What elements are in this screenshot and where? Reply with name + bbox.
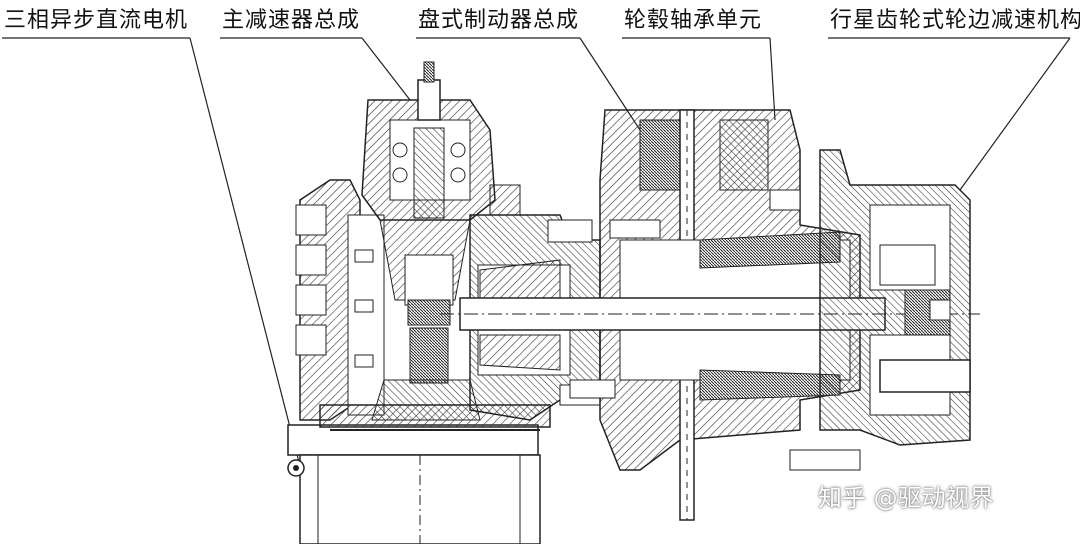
label-planetary-hub-reducer: 行星齿轮式轮边减速机构 xyxy=(830,8,1080,33)
label-disc-brake: 盘式制动器总成 xyxy=(418,8,580,33)
motor-housing xyxy=(287,424,541,545)
watermark: 知乎 @驱动视界 xyxy=(818,484,994,512)
label-motor: 三相异步直流电机 xyxy=(4,8,189,33)
half-shaft xyxy=(440,297,980,331)
planetary-hub-reducer xyxy=(819,149,971,446)
label-main-reducer: 主减速器总成 xyxy=(222,8,361,33)
main-reducer-housing xyxy=(295,61,551,431)
label-hub-bearing: 轮毂轴承单元 xyxy=(624,8,763,33)
